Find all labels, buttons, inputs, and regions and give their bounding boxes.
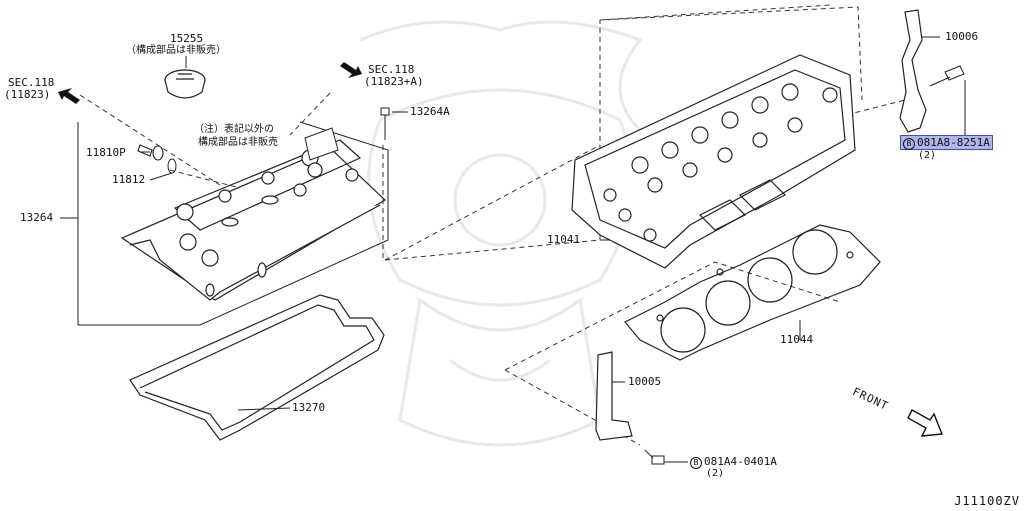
label-15255-note: （構成部品は非販売）: [126, 45, 226, 56]
bolt-13264A: [380, 107, 390, 140]
qty-081A4-0401A: (2): [706, 468, 725, 479]
cylinder-head-11041: [571, 54, 856, 269]
hose-fitting: [304, 127, 339, 161]
label-13270: 13270: [292, 401, 326, 414]
front-arrow-icon: [907, 409, 943, 437]
bolt-marker-b-icon: B: [903, 138, 915, 150]
note-line-1: （注）表記以外の: [194, 124, 274, 135]
label-10006: 10006: [945, 30, 979, 43]
qty-081A8-8251A: (2): [918, 150, 937, 161]
label-11812: 11812: [112, 173, 146, 186]
part-number-081A8-8251A: 081A8-8251A: [917, 136, 990, 149]
part-number-081A4-0401A: 081A4-0401A: [704, 455, 777, 468]
label-13264A: 13264A: [410, 105, 450, 118]
label-sec118-right-ref: (11823+A): [364, 75, 424, 88]
note-line-2: 構成部品は非販売: [198, 137, 278, 148]
label-13264: 13264: [20, 211, 54, 224]
label-11810P: 11810P: [86, 146, 126, 159]
label-10005: 10005: [628, 375, 662, 388]
oil-filler-cap-15255: [164, 69, 206, 99]
head-gasket-11044: [624, 224, 881, 361]
bracket-10005: [595, 351, 633, 441]
bolt-081A4-0401A: [644, 449, 665, 465]
label-sec118-left-ref: (11823): [4, 88, 51, 101]
label-11041: 11041: [547, 233, 581, 246]
label-15255: 15255: [170, 32, 204, 45]
rocker-cover-13264: [120, 139, 386, 301]
bracket-10006: [899, 9, 927, 133]
label-sec118-left: SEC.118: [8, 76, 55, 89]
label-sec118-right: SEC.118: [368, 63, 415, 76]
rocker-cover-gasket-13270: [129, 294, 385, 441]
bolt-081A8-8251A: [929, 65, 965, 87]
rocker-cover-group-frame: [77, 121, 389, 326]
pcv-valve-11810P: [137, 144, 164, 161]
bolt-marker-b-icon-2: B: [690, 457, 702, 469]
diagram-code: J11100ZV: [954, 494, 1020, 508]
label-11044: 11044: [780, 333, 814, 346]
leader-lines: [140, 36, 966, 463]
sec-arrows: [58, 62, 362, 104]
